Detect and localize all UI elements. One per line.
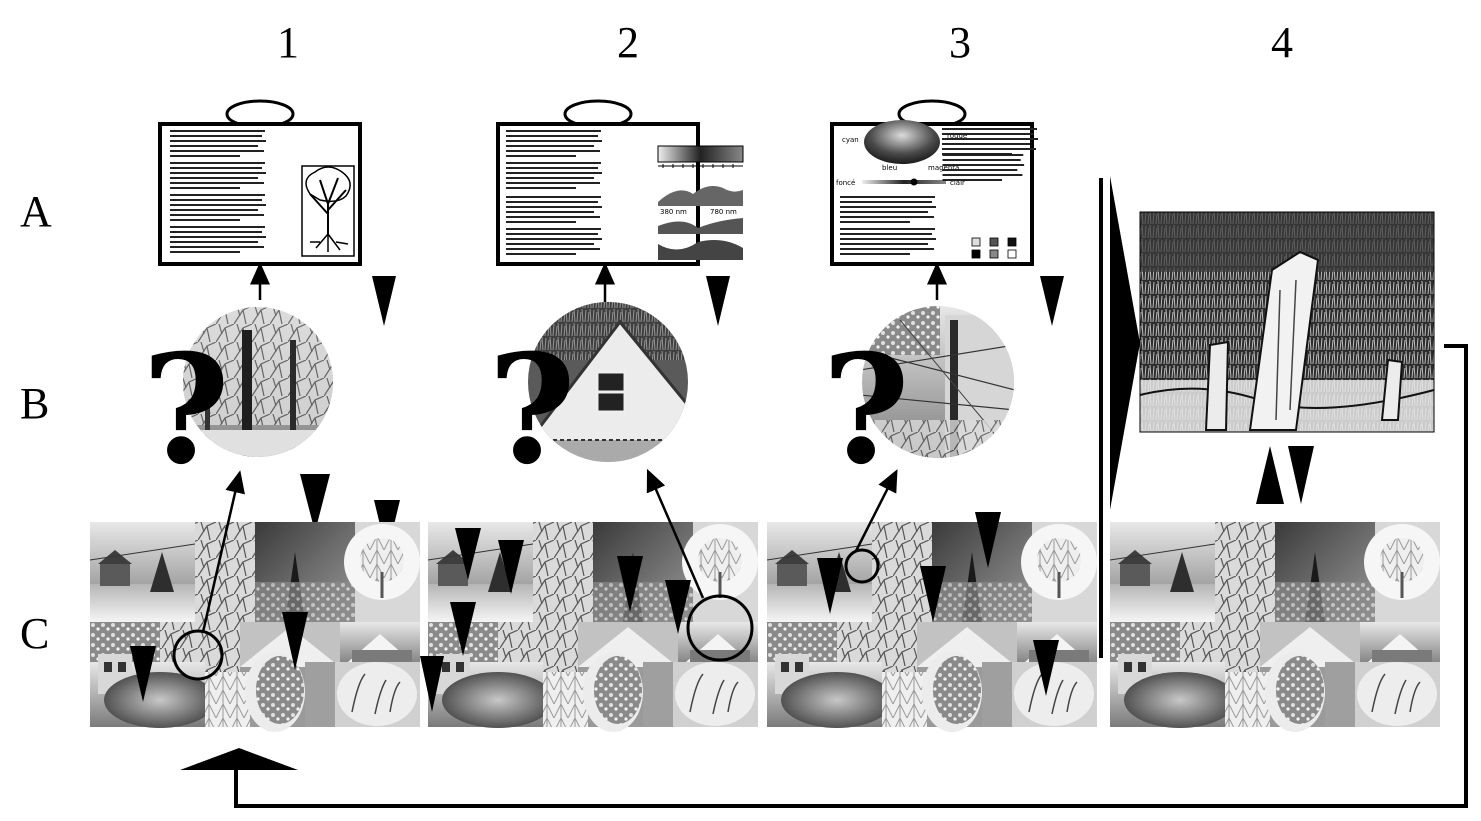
- up-triangle-marker: [1256, 446, 1284, 504]
- question-mark-3: ?: [822, 322, 910, 498]
- down-triangle-marker: [1288, 446, 1314, 504]
- collage-triangle-markers: [130, 512, 1059, 712]
- down-triangle-marker: [706, 276, 730, 326]
- document-panel-2: 380 nm 780 nm: [496, 99, 744, 266]
- question-mark-1: ?: [142, 322, 230, 498]
- brightness-slider: foncé clair: [836, 178, 965, 187]
- selection-circle-2: [686, 594, 754, 662]
- collage-1: [88, 520, 422, 734]
- feedback-arrow-head: [180, 748, 298, 770]
- down-triangle-marker: [300, 474, 330, 532]
- zoom-circle-2: [528, 302, 688, 462]
- wheel-label-rouge: rouge: [947, 132, 967, 140]
- wheel-label-cyan: cyan: [842, 136, 859, 144]
- color-wheel: cyan rouge bleu magenta: [842, 120, 967, 172]
- slider-label-fonce: foncé: [836, 179, 855, 187]
- absorbance-curves: 380 nm 780 nm: [658, 186, 743, 260]
- spectrum-label-380: 380 nm: [660, 208, 687, 216]
- selection-circle-3: [844, 548, 880, 584]
- tree-diagram-icon: [301, 165, 355, 257]
- spectrum-label-780: 780 nm: [710, 208, 737, 216]
- document-panel-3: cyan rouge bleu magenta foncé clair: [830, 99, 1038, 266]
- color-swatches: [971, 237, 1017, 259]
- arrow-collage-to-circle-3: [854, 469, 898, 552]
- row-label-c: C: [20, 609, 49, 658]
- collage-4: [1108, 520, 1442, 734]
- collage-3: [765, 520, 1099, 734]
- row-label-b: B: [20, 379, 49, 428]
- slider-label-clair: clair: [950, 179, 965, 187]
- zoom-circle-1: [183, 307, 333, 457]
- document-panel-1: [158, 99, 362, 266]
- column-label-4: 4: [1271, 18, 1293, 67]
- down-triangle-marker: [372, 276, 396, 326]
- right-pointing-arrow: [1110, 176, 1140, 510]
- down-triangle-marker: [1040, 276, 1064, 326]
- column-label-2: 2: [617, 18, 639, 67]
- wheel-label-magenta: magenta: [928, 164, 959, 172]
- question-mark-2: ?: [488, 322, 576, 498]
- arrow-collage-to-circle-1: [201, 470, 245, 633]
- selection-circle-1: [172, 629, 224, 681]
- column-label-1: 1: [277, 18, 299, 67]
- output-image: [1139, 211, 1435, 433]
- spectrum-bar: [657, 145, 744, 168]
- wheel-label-bleu: bleu: [882, 164, 897, 172]
- column-label-3: 3: [949, 18, 971, 67]
- collage-2: [426, 520, 760, 734]
- feedback-loop-line: [234, 344, 1468, 808]
- row-label-a: A: [20, 187, 52, 236]
- arrow-collage-to-circle-2: [646, 468, 705, 599]
